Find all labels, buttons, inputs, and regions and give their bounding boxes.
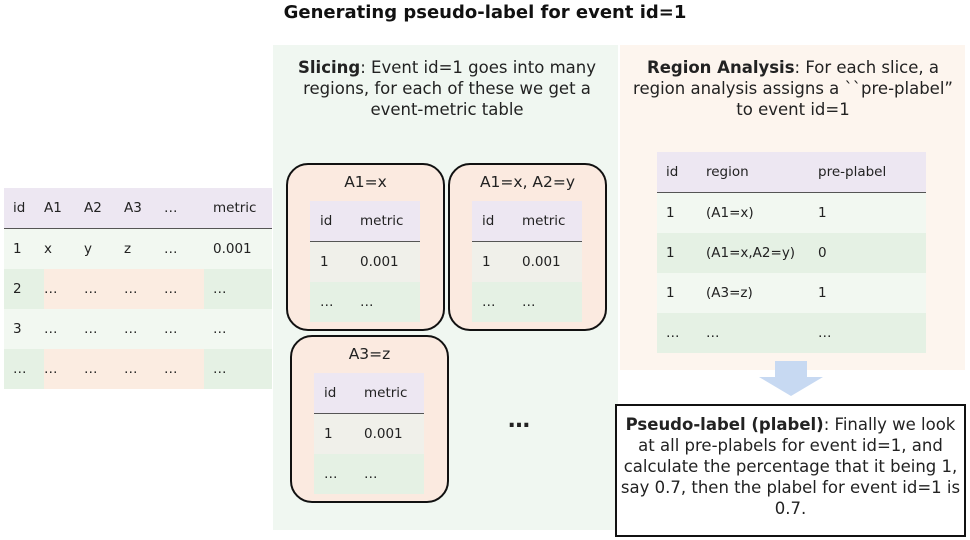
header-a3: A3 xyxy=(124,188,164,229)
table-row: … … … xyxy=(657,313,926,353)
table-row: 1 x y z … 0.001 xyxy=(4,228,272,269)
slice-title: A3=z xyxy=(348,345,391,363)
region-analysis-caption: Region Analysis: For each slice, a regio… xyxy=(624,57,962,120)
slicing-heading: Slicing xyxy=(298,58,361,77)
header-metric: metric xyxy=(204,188,272,229)
event-metric-table: id A1 A2 A3 … metric 1 x y z … 0.001 2 …… xyxy=(4,188,272,389)
region-analysis-text: : For each slice, a region analysis assi… xyxy=(633,58,953,119)
table-row: 1 (A3=z) 1 xyxy=(657,273,926,313)
pre-plabel-table: id region pre-plabel 1 (A1=x) 1 1 (A1=x,… xyxy=(657,152,926,353)
table-row: 1 (A1=x,A2=y) 0 xyxy=(657,233,926,273)
slice-title: A1=x, A2=y xyxy=(479,173,576,191)
header-a2: A2 xyxy=(84,188,124,229)
pseudo-label-text: : Finally we look at all pre-plabels for… xyxy=(620,415,961,518)
table-row: 3 … … … … … xyxy=(4,309,272,349)
diagram-title: Generating pseudo-label for event id=1 xyxy=(283,2,687,23)
slice-title: A1=x xyxy=(344,173,387,191)
table-header-row: id A1 A2 A3 … metric xyxy=(4,188,272,229)
table-row: …… xyxy=(310,282,420,322)
header-a1: A1 xyxy=(44,188,84,229)
slicing-caption: Slicing: Event id=1 goes into many regio… xyxy=(283,57,611,120)
table-row: 1 (A1=x) 1 xyxy=(657,192,926,233)
down-arrow-icon xyxy=(759,361,823,396)
table-row: … … … … … … xyxy=(4,349,272,389)
slicing-text: : Event id=1 goes into many regions, for… xyxy=(303,58,596,119)
header-ellipsis: … xyxy=(164,188,204,229)
header-id: id xyxy=(4,188,44,229)
more-slices-ellipsis: … xyxy=(508,408,533,433)
pseudo-label-box: Pseudo-label (plabel): Finally we look a… xyxy=(615,404,966,537)
table-row: 2 … … … … … xyxy=(4,269,272,309)
table-row: …… xyxy=(314,454,424,494)
table-header-row: id region pre-plabel xyxy=(657,152,926,193)
region-analysis-heading: Region Analysis xyxy=(646,58,795,77)
table-row: …… xyxy=(472,282,582,322)
pseudo-label-heading: Pseudo-label (plabel) xyxy=(625,415,824,434)
